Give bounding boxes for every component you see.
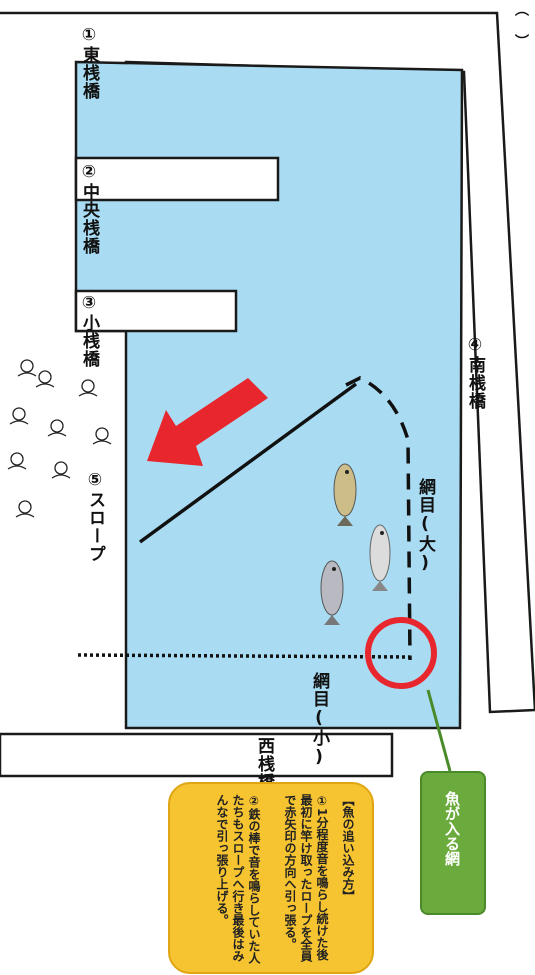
central-pier xyxy=(74,156,280,202)
net-entry-circle xyxy=(365,617,437,689)
instructions-title: 【魚の追い込み方】 xyxy=(341,794,355,902)
west-pier-label: 西桟橋 xyxy=(254,737,274,791)
large-mesh-net xyxy=(345,376,412,661)
instructions-note: 【魚の追い込み方】 ①1分程度音を鳴らし続けた後最初に竿け取ったロープを全員で赤… xyxy=(168,782,374,974)
small-mesh-net xyxy=(77,653,411,659)
central-pier-label: ②中央桟橋 xyxy=(79,162,99,255)
instructions-step-2: ②鉄の棒で音を鳴らしていた人たちもスロープへ行き最後はみんなで引っ張り上げる。 xyxy=(215,794,261,964)
fish-3 xyxy=(320,560,344,625)
instructions-step-1: ①1分程度音を鳴らし続けた後最初に竿け取ったロープを全員で赤矢印の方向へ引っ張る… xyxy=(283,794,329,962)
south-pier-label: ④南桟橋 xyxy=(465,335,485,410)
callout-pointer xyxy=(426,689,452,772)
slope-label: ⑤スロープ xyxy=(85,470,105,563)
small-pier-label: ③小桟橋 xyxy=(79,293,99,368)
fish-2 xyxy=(369,524,391,591)
large-mesh-label: 網目(大) xyxy=(415,478,435,574)
red-arrow xyxy=(147,378,268,466)
fish-1 xyxy=(333,463,357,526)
east-pier-label: ①東桟橋 xyxy=(79,25,99,100)
small-mesh-label: 網目(小) xyxy=(309,672,329,768)
rope-line xyxy=(138,382,358,544)
top-right-fragment: （ ） xyxy=(513,2,529,49)
west-pier xyxy=(0,732,394,778)
people-group xyxy=(7,359,112,518)
callout-label: 魚が入る網 xyxy=(443,791,461,866)
small-pier xyxy=(74,289,238,333)
fish-net-callout: 魚が入る網 xyxy=(420,771,486,915)
